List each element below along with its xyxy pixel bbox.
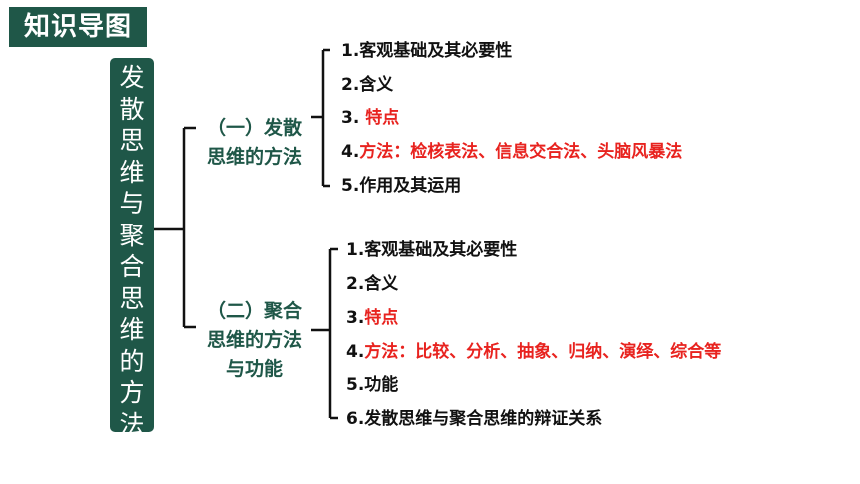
leaf-text: 方法：检核表法、信息交合法、头脑风暴法 <box>359 142 683 162</box>
leaf-text: 客观基础及其必要性 <box>364 240 518 260</box>
leaf-number: 6. <box>346 409 365 429</box>
branch-1-bracket <box>311 48 330 188</box>
leaf-text: 作用及其运用 <box>359 176 462 196</box>
branch-label-line: 思维的方法 <box>206 329 302 351</box>
leaf-number: 4. <box>346 342 365 362</box>
root-char: 思 <box>119 283 145 313</box>
branch-divergent-methods: （一）发散思维的方法 <box>198 114 311 172</box>
leaf-number: 4. <box>341 142 360 162</box>
root-topic: 发散思维与聚合思维的方法 <box>110 58 154 439</box>
leaf-text: 方法：比较、分析、抽象、归纳、演绎、综合等 <box>364 342 722 362</box>
root-char: 合 <box>119 252 145 281</box>
page-badge: 知识导图 <box>9 7 147 47</box>
root-char: 思 <box>119 126 145 155</box>
leaf-number: 1. <box>341 41 360 61</box>
root-char: 维 <box>119 157 145 187</box>
leaf-item: 5.作用及其运用 <box>341 174 461 198</box>
leaf-number: 2. <box>346 274 365 294</box>
leaf-text: 含义 <box>359 75 394 95</box>
leaf-item: 1.客观基础及其必要性 <box>341 39 512 63</box>
leaf-text: 特点 <box>364 308 399 328</box>
leaf-text: 发散思维与聚合思维的辩证关系 <box>364 409 603 429</box>
branch-label-line: （二）聚合 <box>206 300 302 322</box>
leaf-item: 3. 特点 <box>341 106 399 130</box>
leaf-text: 含义 <box>364 274 399 294</box>
root-char: 聚 <box>119 220 145 250</box>
branch-label-line: 思维的方法 <box>206 146 302 168</box>
leaf-item: 3.特点 <box>346 306 398 330</box>
leaf-item: 2.含义 <box>341 73 393 97</box>
root-char: 法 <box>119 409 145 439</box>
leaf-number: 5. <box>341 176 360 196</box>
leaf-number: 2. <box>341 75 360 95</box>
branch-2-bracket <box>311 247 338 420</box>
root-char: 散 <box>119 94 145 124</box>
leaf-item: 4.方法：检核表法、信息交合法、头脑风暴法 <box>341 140 682 164</box>
root-char: 与 <box>119 189 145 218</box>
leaf-text: 特点 <box>365 108 400 128</box>
leaf-item: 1.客观基础及其必要性 <box>346 238 517 262</box>
leaf-item: 5.功能 <box>346 373 398 397</box>
branch-convergent-methods: （二）聚合思维的方法与功能 <box>198 297 311 384</box>
leaf-number: 1. <box>346 240 365 260</box>
branch-label-line: （一）发散 <box>206 117 302 139</box>
root-char: 发 <box>119 63 145 92</box>
root-char: 方 <box>119 378 145 407</box>
leaf-number: 5. <box>346 375 365 395</box>
root-connector <box>154 126 196 329</box>
leaf-item: 6.发散思维与聚合思维的辩证关系 <box>346 407 602 431</box>
leaf-text: 功能 <box>364 375 399 395</box>
root-char: 维 <box>119 315 145 344</box>
leaf-number: 3. <box>346 308 365 328</box>
leaf-number: 3. <box>341 108 366 128</box>
leaf-text: 客观基础及其必要性 <box>359 41 513 61</box>
leaf-item: 2.含义 <box>346 272 398 296</box>
root-char: 的 <box>119 346 145 376</box>
leaf-item: 4.方法：比较、分析、抽象、归纳、演绎、综合等 <box>346 340 721 364</box>
branch-label-line: 与功能 <box>225 358 283 380</box>
